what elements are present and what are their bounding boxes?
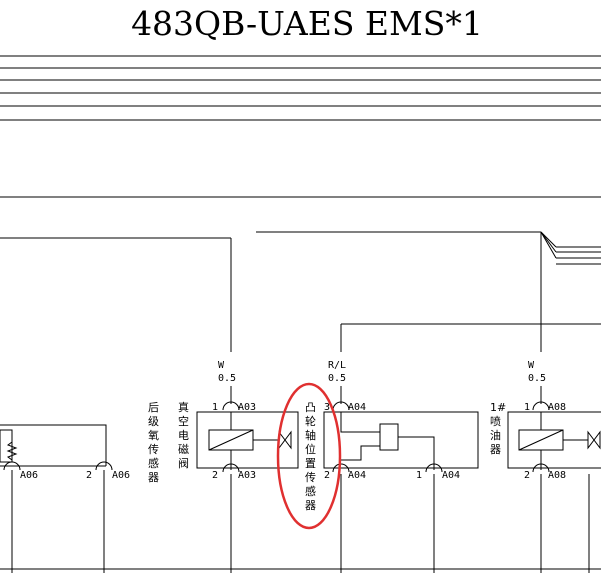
svg-text:轴: 轴 (305, 428, 316, 442)
camshaft-wire-color: R/L (328, 360, 346, 371)
connector-feeds (230, 386, 542, 404)
valve-icon (278, 430, 292, 450)
injector-1: 1# 喷 油 器 1 A08 2 A08 (490, 401, 601, 573)
rear-o2-pin2-num: 2 (86, 470, 92, 481)
vacuum-valve-body (196, 411, 299, 469)
camshaft-pin1 (425, 463, 443, 473)
header-rules (0, 55, 601, 198)
bottom-wires (0, 474, 601, 573)
svg-text:传: 传 (148, 443, 159, 456)
injector1-pin1-num: 1 (524, 402, 530, 413)
camshaft-pin1-num: 1 (416, 470, 422, 481)
vacuum-valve-pin2-code: A03 (238, 470, 256, 481)
svg-text:感: 感 (305, 485, 316, 498)
svg-text:位: 位 (305, 442, 316, 456)
diagram-title: 483QB-UAES EMS*1 (131, 4, 483, 43)
vacuum-valve-wire-color: W (218, 360, 225, 371)
camshaft-pin2-code: A04 (348, 470, 366, 481)
svg-text:电: 电 (178, 429, 189, 442)
camshaft-pin3-code: A04 (348, 402, 366, 413)
vacuum-valve-pin1-num: 1 (212, 402, 218, 413)
svg-text:阀: 阀 (178, 456, 189, 470)
svg-text:器: 器 (148, 471, 159, 484)
svg-text:器: 器 (305, 499, 316, 512)
vacuum-valve-pin2-num: 2 (212, 470, 218, 481)
injector1-wire-color: W (528, 360, 535, 371)
vacuum-valve-pin2 (222, 463, 240, 473)
injector-valve-icon (587, 430, 601, 450)
svg-text:氧: 氧 (148, 428, 159, 442)
resistor-icon (6, 441, 18, 461)
svg-text:器: 器 (490, 443, 501, 456)
injector1-name: 1# 喷 油 器 (490, 401, 506, 456)
camshaft-pin1-code: A04 (442, 470, 460, 481)
highlight-circle (276, 382, 342, 530)
svg-text:级: 级 (148, 415, 159, 428)
rear-o2-pin2 (95, 461, 113, 471)
svg-text:感: 感 (148, 457, 159, 470)
injector1-pin1 (532, 401, 550, 411)
camshaft-position-sensor: 凸 轮 轴 位 置 传 感 器 3 A04 2 A04 1 A04 (305, 401, 479, 573)
injector1-body (507, 411, 601, 469)
svg-text:喷: 喷 (490, 415, 501, 428)
injector1-pin1-code: A08 (548, 402, 566, 413)
vacuum-solenoid-valve: 真 空 电 磁 阀 1 A03 2 A03 (178, 400, 299, 573)
injector1-pin2-code: A08 (548, 470, 566, 481)
svg-text:轮: 轮 (305, 414, 316, 428)
injector1-pin2 (532, 463, 550, 473)
vacuum-valve-wire-gauge: 0.5 (218, 373, 236, 384)
svg-text:置: 置 (305, 457, 316, 470)
harness-wires (0, 231, 601, 352)
svg-text:传: 传 (305, 471, 316, 484)
rear-o2-pin2-code: A06 (112, 470, 130, 481)
injector1-pin2-num: 2 (524, 470, 530, 481)
camshaft-pin3-num: 3 (324, 402, 330, 413)
camshaft-body (323, 411, 479, 469)
injector1-wire-gauge: 0.5 (528, 373, 546, 384)
vacuum-valve-name: 真 空 电 磁 阀 (178, 400, 189, 470)
svg-text:后: 后 (148, 401, 159, 414)
camshaft-name: 凸 轮 轴 位 置 传 感 器 (305, 401, 316, 512)
rear-o2-name: 后 级 氧 传 感 器 (148, 401, 159, 484)
camshaft-pin3 (332, 401, 350, 411)
rear-o2-left-pin (3, 461, 21, 471)
svg-text:油: 油 (490, 428, 501, 442)
camshaft-pin2-num: 2 (324, 470, 330, 481)
svg-text:真: 真 (178, 400, 189, 414)
sensor-element-icon (379, 423, 399, 451)
rear-o2-sensor: A06 2 A06 后 级 氧 传 感 器 (0, 401, 159, 573)
svg-text:空: 空 (178, 414, 189, 428)
svg-text:凸: 凸 (305, 401, 316, 414)
svg-text:1#: 1# (490, 401, 506, 414)
vacuum-valve-pin1-code: A03 (238, 402, 256, 413)
svg-text:磁: 磁 (178, 443, 189, 456)
camshaft-wire-gauge: 0.5 (328, 373, 346, 384)
rear-o2-left-pin-code: A06 (20, 470, 38, 481)
vacuum-valve-pin1 (222, 401, 240, 411)
